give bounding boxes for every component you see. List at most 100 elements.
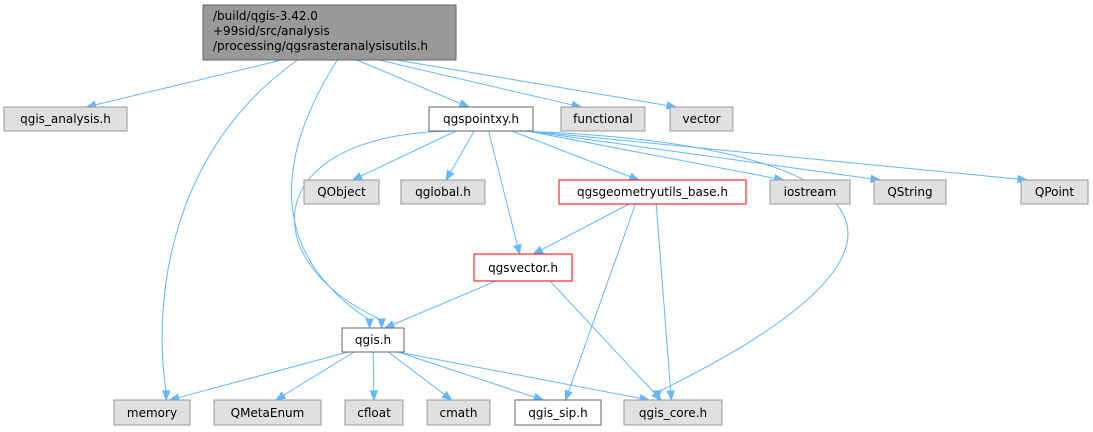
- node-root[interactable]: /build/qgis-3.42.0 +99sid/src/analysis /…: [202, 4, 457, 61]
- node-vector[interactable]: vector: [669, 106, 734, 132]
- edge-qgis-to-cmath: [388, 351, 446, 396]
- node-qgis-sip[interactable]: qgis_sip.h: [514, 399, 602, 426]
- node-functional-box: [560, 106, 646, 132]
- edge-qgspointxy-to-iostream: [526, 130, 776, 179]
- node-qgsvector[interactable]: qgsvector.h: [473, 253, 573, 282]
- node-cfloat[interactable]: cfloat: [344, 399, 404, 426]
- node-qobject-box: [303, 179, 380, 205]
- node-qstring-box: [873, 179, 947, 205]
- node-qgspointxy[interactable]: qgspointxy.h: [428, 106, 534, 132]
- node-qgis-sip-box: [514, 399, 602, 426]
- arrowhead-qgspointxy-to-qgsvector: [513, 243, 522, 256]
- edge-qgsvector-to-qgis: [392, 280, 497, 326]
- node-qgsgeometryutils-base-label: qgsgeometryutils_base.h: [577, 185, 728, 199]
- edge-qgis-to-cfloat: [372, 351, 375, 393]
- arrowhead-root-to-memory: [161, 390, 171, 402]
- arrowhead-qgsvector-to-qgis-core: [651, 390, 662, 402]
- node-qgis-analysis[interactable]: qgis_analysis.h: [3, 106, 128, 132]
- node-qgis-analysis-box: [3, 106, 128, 132]
- edge-qgspointxy-to-qgsgeometryutils-base: [511, 130, 632, 178]
- node-functional-label: functional: [573, 112, 633, 126]
- edge-root-to-qgspointxy: [356, 59, 462, 105]
- node-qgis[interactable]: qgis.h: [341, 327, 405, 353]
- arrowhead-qgis-to-cmath: [441, 390, 453, 401]
- node-iostream[interactable]: iostream: [769, 179, 851, 205]
- edge-root-to-memory: [161, 59, 298, 393]
- node-qpoint-box: [1020, 179, 1089, 205]
- edge-root-to-functional: [378, 59, 574, 106]
- edge-qgspointxy-to-qglobal: [449, 130, 475, 174]
- node-qgis-analysis-label: qgis_analysis.h: [20, 112, 111, 126]
- arrowhead-qgis-to-qmetaenum: [274, 391, 287, 401]
- node-qgis-sip-label: qgis_sip.h: [528, 406, 587, 420]
- node-cmath-box: [426, 399, 491, 426]
- node-qgis-core-label: qgis_core.h: [639, 406, 707, 420]
- edge-qgspointxy-to-qstring: [526, 130, 873, 180]
- node-qgis-core-box: [623, 399, 723, 426]
- edges-layer: [85, 59, 1029, 403]
- node-qglobal-box: [400, 179, 486, 205]
- node-cmath[interactable]: cmath: [426, 399, 491, 426]
- node-qgis-label: qgis.h: [355, 333, 391, 347]
- edge-root-to-vector: [396, 59, 669, 107]
- node-vector-label: vector: [682, 112, 720, 126]
- node-qgis-box: [341, 327, 405, 353]
- edge-qgis-to-qgis-sip: [397, 351, 536, 398]
- node-functional[interactable]: functional: [560, 106, 646, 132]
- arrowhead-root-to-qgis: [365, 318, 374, 330]
- node-cmath-label: cmath: [440, 406, 478, 420]
- edge-qgspointxy-to-qgsvector: [488, 130, 519, 247]
- node-memory-label: memory: [127, 406, 177, 420]
- edge-qgsvector-to-qgis-core: [549, 280, 656, 395]
- node-qstring[interactable]: QString: [873, 179, 947, 205]
- node-qgspointxy-label: qgspointxy.h: [443, 112, 519, 126]
- node-root-line-2: +99sid/src/analysis: [213, 24, 330, 38]
- node-iostream-box: [769, 179, 851, 205]
- edge-qgsgeometryutils-base-to-qgis-sip: [567, 203, 636, 393]
- node-qobject-label: QObject: [317, 185, 366, 199]
- node-qgsvector-box: [473, 253, 573, 282]
- node-iostream-label: iostream: [784, 185, 837, 199]
- arrowhead-qgis-to-cfloat: [369, 390, 379, 402]
- edge-qgis-to-qmetaenum: [282, 351, 355, 397]
- node-root-box: [202, 4, 457, 61]
- arrowhead-qgspointxy-to-qglobal: [445, 169, 455, 182]
- edge-qgspointxy-to-qpoint: [526, 130, 1020, 180]
- arrowhead-qgsgeometryutils-base-to-qgis-core: [666, 390, 675, 402]
- edge-qgsgeometryutils-base-to-qgsvector: [540, 203, 630, 251]
- node-cfloat-box: [344, 399, 404, 426]
- node-qgis-core[interactable]: qgis_core.h: [623, 399, 723, 426]
- node-memory-box: [113, 399, 191, 426]
- node-qmetaenum[interactable]: QMetaEnum: [213, 399, 322, 426]
- node-qgsgeometryutils-base-box: [558, 179, 747, 205]
- node-root-line-1: /build/qgis-3.42.0: [213, 9, 318, 23]
- node-vector-box: [669, 106, 734, 132]
- arrowhead-qgspointxy-to-qobject: [351, 172, 364, 181]
- node-qglobal-label: qglobal.h: [415, 185, 471, 199]
- node-qpoint[interactable]: QPoint: [1020, 179, 1089, 205]
- node-qgspointxy-box: [428, 106, 534, 132]
- edge-qgspointxy-to-qobject: [359, 130, 457, 178]
- node-qstring-label: QString: [887, 185, 932, 199]
- node-qobject[interactable]: QObject: [303, 179, 380, 205]
- node-qgsvector-label: qgsvector.h: [488, 261, 558, 275]
- node-root-line-3: /processing/qgsrasteranalysisutils.h: [213, 39, 428, 53]
- edge-root-to-qgis-analysis: [94, 59, 283, 106]
- arrowhead-qgsgeometryutils-base-to-qgis-sip: [564, 389, 573, 402]
- node-qglobal[interactable]: qglobal.h: [400, 179, 486, 205]
- node-qpoint-label: QPoint: [1035, 185, 1075, 199]
- node-qmetaenum-label: QMetaEnum: [231, 406, 305, 420]
- node-qgsgeometryutils-base[interactable]: qgsgeometryutils_base.h: [558, 179, 747, 205]
- node-cfloat-label: cfloat: [357, 406, 391, 420]
- edge-qgsgeometryutils-base-to-qgis-core: [655, 203, 672, 393]
- edge-qgis-to-qgis-core: [397, 351, 642, 399]
- node-memory[interactable]: memory: [113, 399, 191, 426]
- edge-qgspointxy-to-qgis: [294, 130, 462, 321]
- arrowhead-root-to-qgspointxy: [458, 99, 471, 108]
- arrowhead-qgspointxy-to-qgis: [377, 318, 386, 330]
- arrowhead-qgspointxy-to-qgsgeometryutils-base: [628, 172, 641, 181]
- arrowhead-qgsvector-to-qgis: [383, 320, 396, 329]
- node-qmetaenum-box: [213, 399, 322, 426]
- edge-qgis-to-memory: [177, 351, 349, 399]
